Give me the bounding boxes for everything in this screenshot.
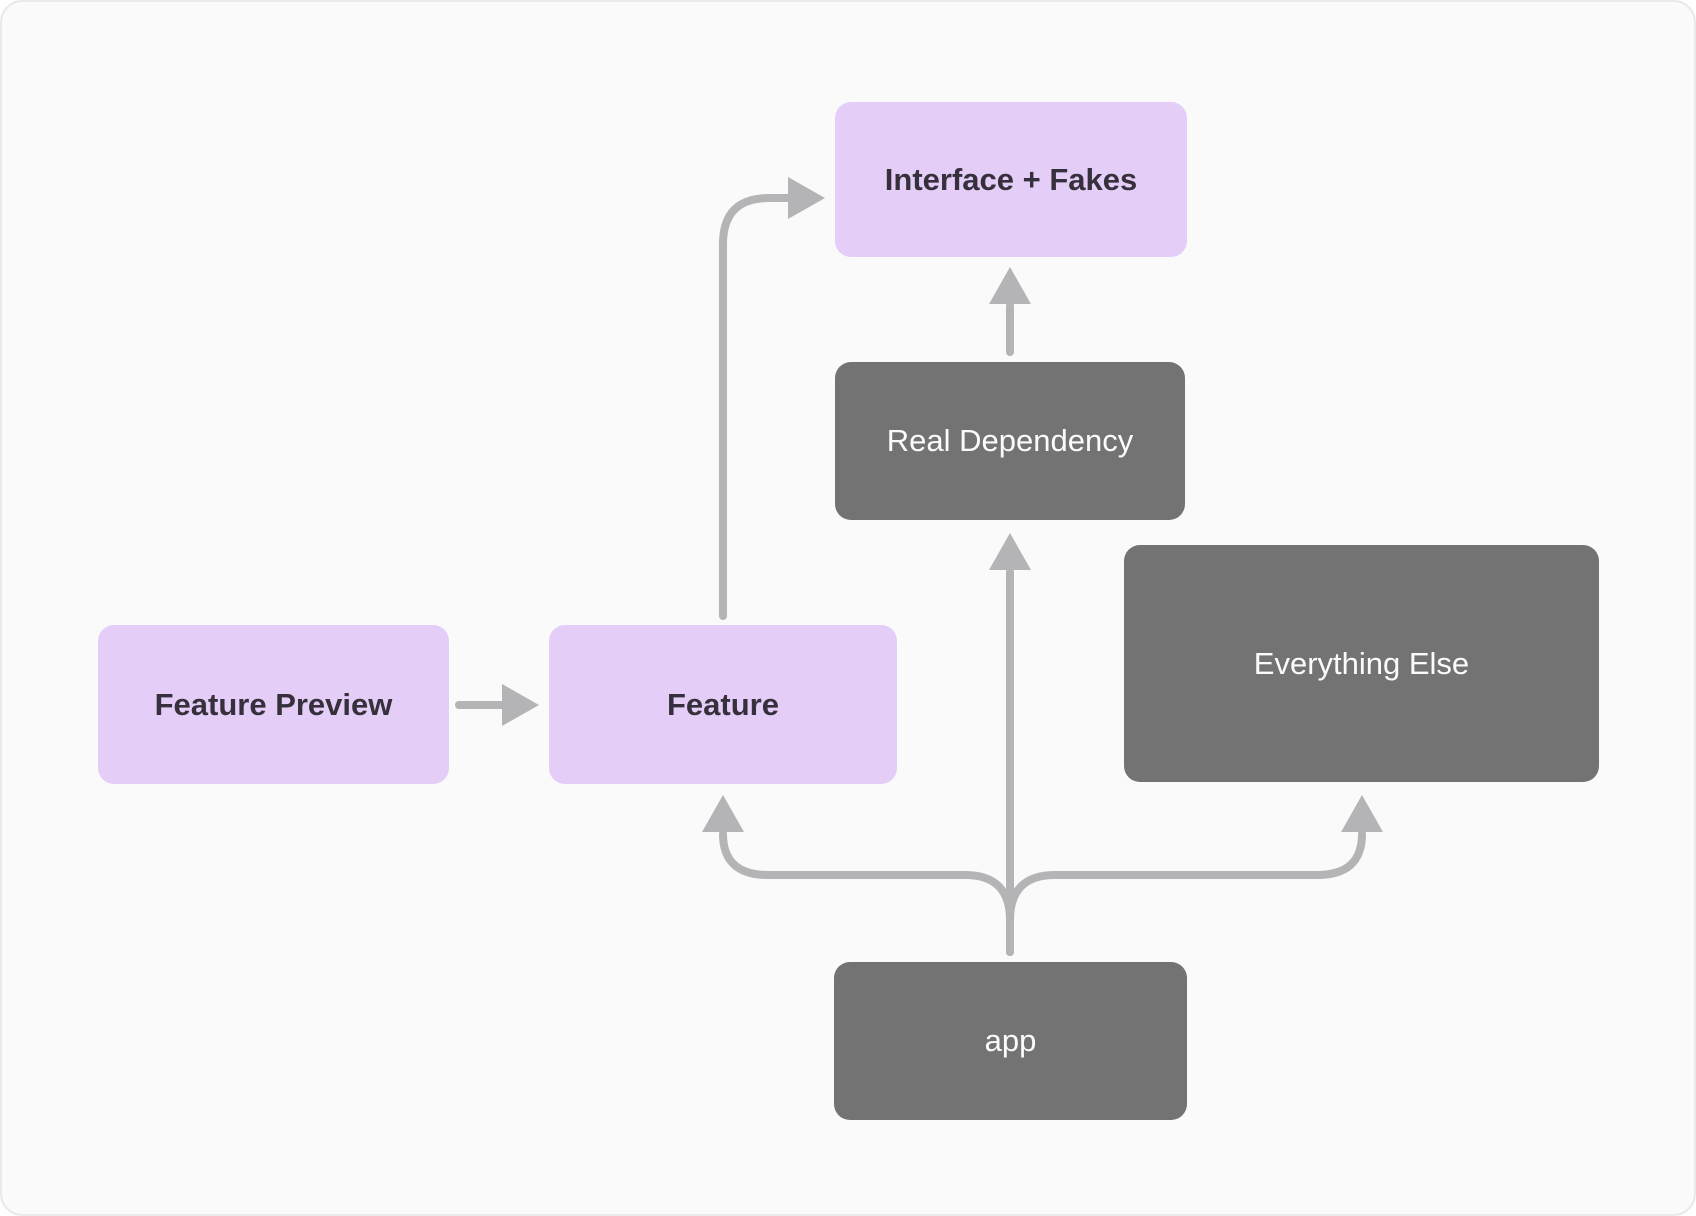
arrow-app-to-real-dependency <box>989 533 1031 956</box>
node-feature: Feature <box>549 625 897 784</box>
node-feature-preview: Feature Preview <box>98 625 449 784</box>
node-real-dependency: Real Dependency <box>835 362 1185 520</box>
arrow-app-to-everything-else <box>1006 795 1383 956</box>
arrow-feature-preview-to-feature <box>455 684 539 726</box>
node-app-label: app <box>984 1023 1037 1059</box>
node-everything-else-label: Everything Else <box>1253 645 1470 681</box>
node-interface-fakes-label: Interface + Fakes <box>884 161 1138 197</box>
arrow-real-dependency-to-interface-fakes <box>989 267 1031 356</box>
node-feature-preview-label: Feature Preview <box>154 686 393 722</box>
node-interface-fakes: Interface + Fakes <box>835 102 1187 257</box>
node-app: app <box>834 962 1187 1120</box>
node-everything-else: Everything Else <box>1124 545 1599 782</box>
arrow-feature-to-interface-fakes <box>719 177 825 620</box>
arrow-app-to-feature <box>702 795 1014 956</box>
node-real-dependency-label: Real Dependency <box>886 423 1134 459</box>
node-feature-label: Feature <box>667 686 779 722</box>
